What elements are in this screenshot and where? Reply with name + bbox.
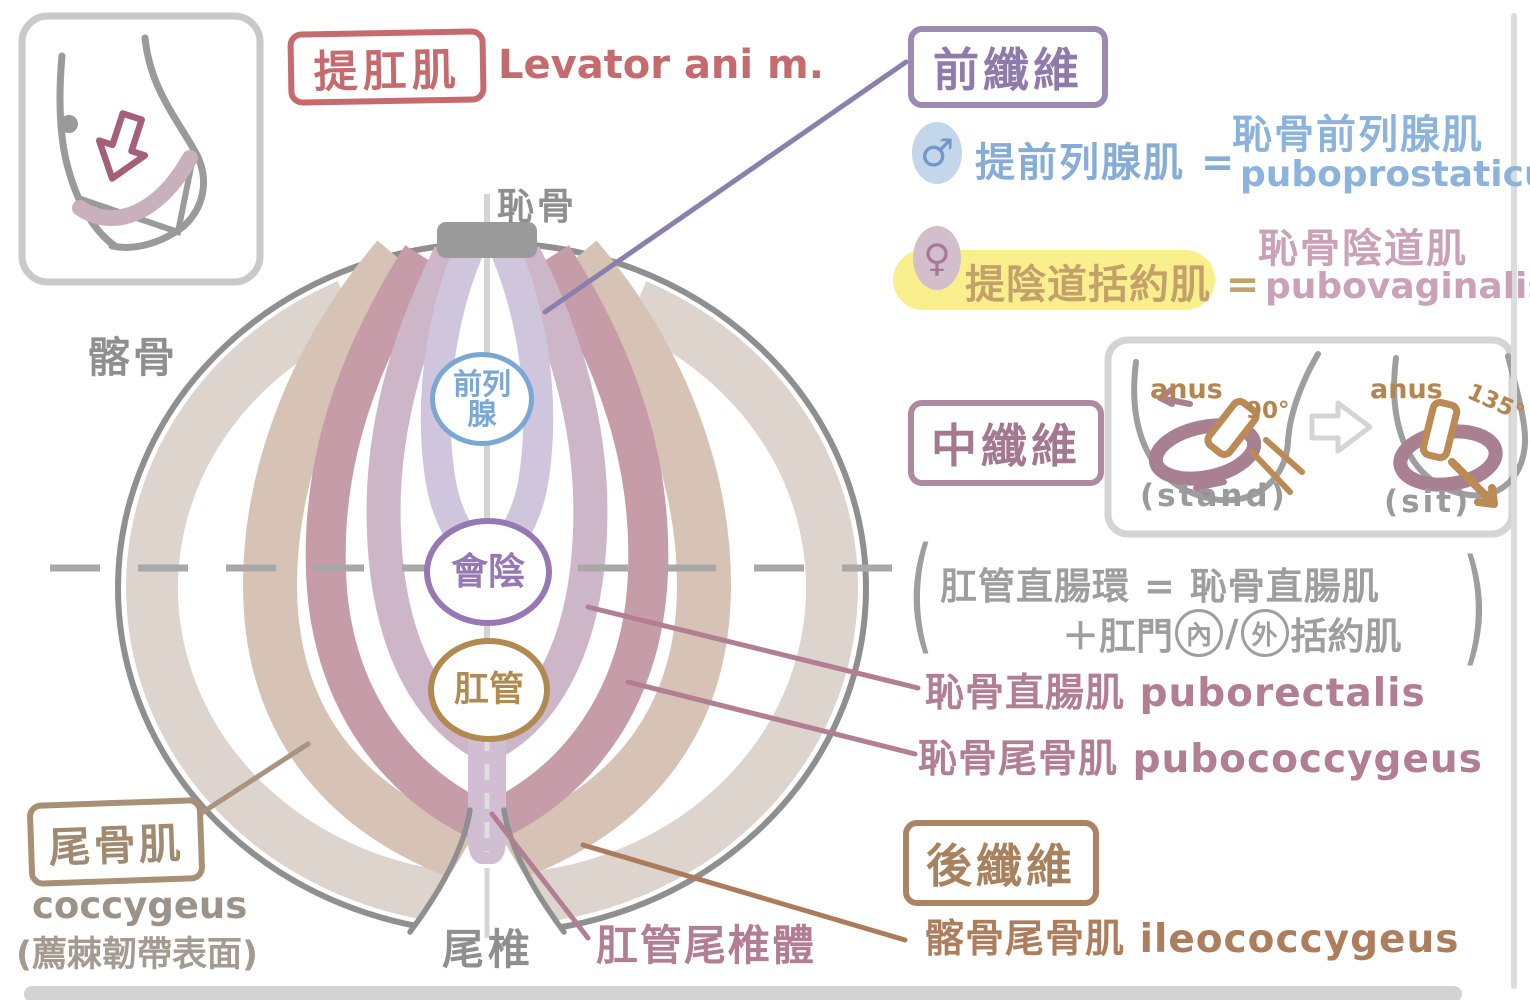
open-angle-arrow-icon <box>1448 458 1498 508</box>
leader-puborectalis <box>585 604 921 691</box>
pull-arrow-icon <box>1193 476 1227 496</box>
title-en: Levator ani m. <box>498 42 824 88</box>
anal-canal-stand <box>1204 398 1260 458</box>
ring-note-line1: 肛管直腸環 = 恥骨直腸肌 <box>940 565 1380 608</box>
puborectalis-label: 恥骨直腸肌 puborectalis <box>925 671 1426 716</box>
posterior-fibers-box: 後纖維 <box>903 820 1099 906</box>
middle-fibers-box: 中纖維 <box>908 400 1104 486</box>
female-icon: ♀ <box>913 226 961 290</box>
downward-arrow-icon <box>95 110 149 182</box>
female-label: 提陰道括約肌 = <box>965 262 1261 308</box>
stand-caption: (stand) <box>1140 478 1288 514</box>
circled-inner: 內 <box>1175 609 1223 657</box>
ilium-label: 髂骨 <box>88 333 179 382</box>
coccygeus-en: coccygeus <box>32 884 248 927</box>
leader-lines <box>197 59 921 943</box>
pelvis-inset-sketch <box>18 12 264 286</box>
male-icon: ♂ <box>912 122 962 184</box>
coccygeus-box: 尾骨肌 <box>26 796 206 888</box>
perineum-circle: 會陰 <box>424 518 552 626</box>
coccyx-label: 尾椎 <box>442 925 535 974</box>
middle-heading: 中纖維 <box>931 419 1081 473</box>
anal-canal-sit <box>1419 398 1461 462</box>
leader-coccygeus <box>197 741 311 817</box>
anus-label-stand: anus <box>1150 374 1223 405</box>
angle-90: 90° <box>1246 398 1290 424</box>
prostate-circle: 前列腺 <box>430 352 534 446</box>
title-zh: 提肛肌 <box>313 44 462 99</box>
leader-anterior <box>542 59 909 315</box>
pelvic-floor-band <box>72 150 198 226</box>
pubis-label: 恥骨 <box>497 185 577 228</box>
title-box: 提肛肌 <box>287 28 487 106</box>
anterior-heading: 前纖維 <box>933 43 1083 97</box>
paren-close: ) <box>1462 533 1488 680</box>
paren-open: ( <box>908 521 934 668</box>
pubococcygeus-label: 恥骨尾骨肌 pubococcygeus <box>918 737 1483 782</box>
coccygeus-note: (薦棘韌帶表面) <box>16 935 258 975</box>
female-eq-en: pubovaginalis <box>1265 266 1530 307</box>
ring-note-line2: ＋肛門內/外括約肌 <box>1062 606 1402 660</box>
male-label: 提前列腺肌 = <box>975 140 1237 186</box>
circled-outer: 外 <box>1240 609 1289 657</box>
anal-canal-circle: 肛管 <box>428 638 550 742</box>
posterior-heading: 後纖維 <box>926 839 1076 893</box>
anterior-fibers-box: 前纖維 <box>908 26 1108 108</box>
notch-outline <box>407 807 567 935</box>
anus-label-sit: anus <box>1370 374 1443 405</box>
ileococcygeus-label: 髂骨尾骨肌 ileococcygeus <box>925 917 1460 962</box>
bottom-divider <box>24 986 1462 1000</box>
puborectalis-sling-stand <box>1148 418 1262 486</box>
pull-arrow-icon <box>1157 387 1193 407</box>
right-arrow-icon <box>1309 400 1373 454</box>
sit-caption: (sit) <box>1384 484 1472 520</box>
pubic-bone <box>437 222 537 258</box>
male-eq-zh: 恥骨前列腺肌 <box>1232 112 1484 158</box>
leader-ileococcygeus <box>580 842 908 943</box>
coccygeus-heading: 尾骨肌 <box>47 818 185 872</box>
anococcygeal-label: 肛管尾椎體 <box>596 921 817 970</box>
leader-pubococcygeus <box>625 679 918 757</box>
leader-anococcygeal <box>489 811 591 941</box>
female-eq-zh: 恥骨陰道肌 <box>1258 226 1468 272</box>
male-eq-en: puboprostaticus <box>1240 154 1530 195</box>
